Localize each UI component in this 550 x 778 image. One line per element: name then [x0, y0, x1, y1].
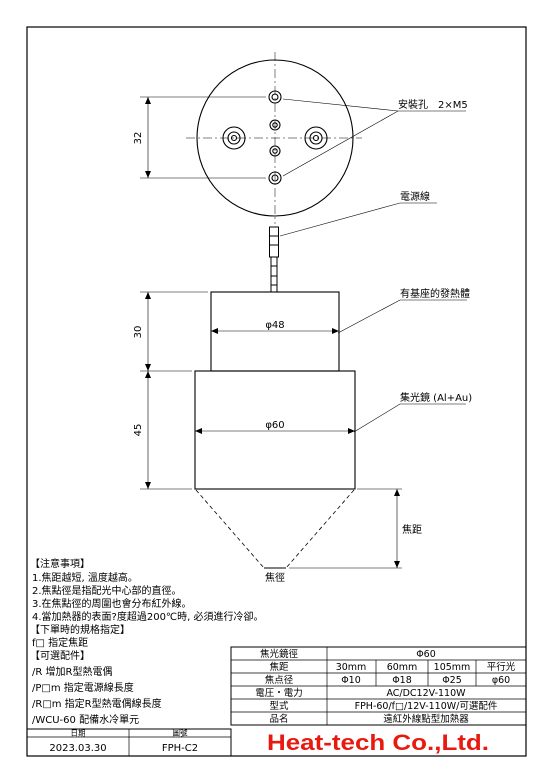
spec-label-model: 型式 — [269, 700, 289, 712]
spec-spot-10: Φ10 — [341, 675, 361, 686]
spec-spot-60: φ60 — [492, 675, 510, 686]
screw-right-mid — [309, 131, 323, 145]
focal-cone — [195, 489, 355, 569]
spec-value-mirror: Φ60 — [416, 649, 436, 660]
focal-distance-label: 焦距 — [402, 523, 422, 536]
terminal-upper-inner — [272, 122, 278, 128]
spec-table-grid — [230, 646, 527, 726]
reflector-body — [194, 370, 356, 490]
spec-label-focal: 焦距 — [269, 661, 289, 673]
reflector-leader — [353, 403, 466, 433]
spec-spot-18: Φ18 — [392, 675, 412, 686]
title-date-label: 日期 — [71, 729, 86, 738]
spec-value-power: AC/DC12V-110W — [386, 688, 466, 699]
note-item-4: 4.當加熱器的表面?度超過200℃時, 必須進行冷卻。 — [32, 610, 264, 623]
power-cable — [269, 226, 279, 293]
heater-body-leader — [337, 299, 467, 334]
mount-hole-bottom-outer — [268, 171, 282, 185]
title-block-grid — [26, 728, 232, 757]
title-drawing-no-label: 圖號 — [173, 728, 188, 738]
screw-right-inner — [312, 134, 320, 142]
top-view — [186, 52, 362, 224]
company-logo-text: Heat-tech Co.,Ltd. — [267, 730, 489, 755]
power-cable-leader — [279, 202, 437, 237]
focal-diameter-label: 焦徑 — [265, 571, 285, 584]
outer-flange-circle — [196, 59, 354, 217]
spec-focal-60: 60mm — [387, 662, 418, 673]
spec-label-product: 品名 — [269, 713, 288, 725]
spec-label-mirror: 焦光鏡徑 — [260, 648, 299, 660]
dimension-dia-48 — [211, 328, 339, 334]
options-heading: 【可選配件】 — [30, 649, 90, 662]
spec-value-model: FPH-60/f□/12V-110W/可選配件 — [355, 700, 498, 712]
mount-hole-leader — [282, 98, 466, 177]
dimension-30-45 — [140, 291, 208, 490]
note-item-1: 1.焦距越短, 溫度越高。 — [32, 571, 138, 584]
terminal-upper-outer — [269, 119, 281, 131]
title-date: 2023.03.30 — [49, 743, 106, 754]
spec-value-product: 遠紅外線點型加熱器 — [383, 713, 469, 725]
note-item-2: 2.焦點徑是指配光中心部的直徑。 — [32, 584, 182, 597]
note-item-3: 3.在焦點徑的周圍也會分布紅外線。 — [32, 597, 192, 610]
spec-focal-105: 105mm — [434, 662, 471, 673]
mount-hole-top-outer — [268, 90, 282, 104]
spec-table: 焦光鏡徑 Φ60 焦距 30mm 60mm 105mm 平行光 焦点径 Φ10 … — [255, 648, 516, 725]
screw-left-inner — [230, 134, 238, 142]
screw-right-outer — [304, 126, 328, 150]
spec-label-power: 電圧・電力 — [255, 687, 303, 699]
focal-distance-dimension — [289, 488, 402, 569]
mount-hole-bottom-inner — [271, 174, 279, 182]
spec-label-spot: 焦点径 — [265, 674, 294, 686]
order-item: f□ 指定焦距 — [32, 636, 88, 649]
screw-left-mid — [227, 131, 241, 145]
screw-left-outer — [222, 126, 246, 150]
dimension-dia-60 — [195, 428, 355, 434]
option-item-4: /WCU-60 配備水冷單元 — [32, 713, 139, 726]
option-item-3: /R□m 指定R型熱電偶線長度 — [32, 697, 162, 710]
power-cable-label: 電源線 — [400, 190, 430, 203]
dimension-32 — [140, 96, 266, 179]
option-item-1: /R 增加R型熱電偶 — [32, 665, 112, 678]
order-heading: 【下單時的規格指定】 — [30, 623, 130, 636]
mount-hole-label: 安裝孔 2×M5 — [398, 98, 468, 111]
spec-focal-parallel: 平行光 — [487, 661, 516, 673]
sheet-border — [26, 26, 527, 757]
dimension-dia-60-label: φ60 — [265, 420, 284, 431]
dimension-dia-48-label: φ48 — [265, 320, 284, 331]
dimension-32-label: 32 — [133, 132, 144, 145]
mount-hole-top-inner — [271, 93, 279, 101]
dimension-45-label: 45 — [133, 424, 144, 437]
title-drawing-no: FPH-C2 — [162, 743, 198, 754]
dimension-30-label: 30 — [133, 326, 144, 339]
terminal-lower-outer — [269, 145, 281, 157]
terminal-lower-inner — [272, 148, 278, 154]
heater-body-label: 有基座的發熱體 — [400, 287, 470, 300]
spec-spot-25: Φ25 — [442, 675, 462, 686]
notes-heading: 【注意事項】 — [30, 557, 90, 570]
spec-focal-30: 30mm — [336, 662, 367, 673]
reflector-label: 集光鏡 (Al+Au) — [400, 391, 472, 404]
option-item-2: /P□m 指定電源線長度 — [32, 681, 134, 694]
heater-body — [210, 291, 340, 372]
notes-block: 【注意事項】 1.焦距越短, 溫度越高。 2.焦點徑是指配光中心部的直徑。 3.… — [30, 557, 264, 726]
